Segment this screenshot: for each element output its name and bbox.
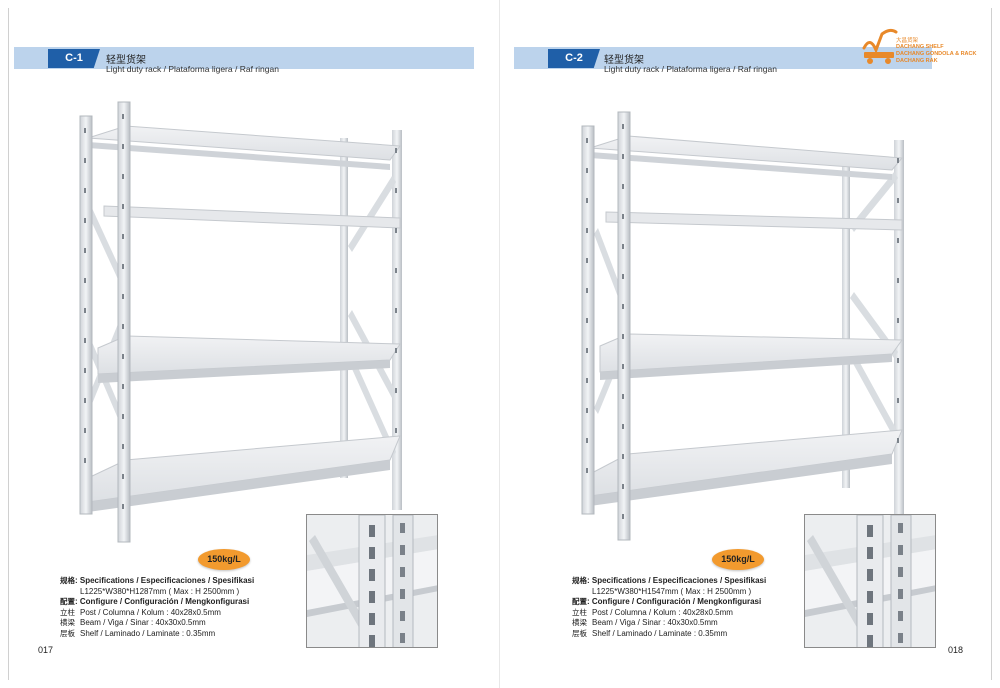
product-title-cn: 轻型货架 (106, 55, 146, 66)
detail-photo (804, 514, 936, 648)
rack-illustration (79, 101, 402, 543)
logo-line1: DACHANG SHELF (896, 44, 944, 50)
logo-line2: DACHANG GONDOLA & RACK (896, 51, 977, 57)
detail-photo (306, 514, 438, 648)
spec-heading: 规格: Specifications / Especificaciones / … (572, 576, 767, 585)
product-code-tab: C-1 (48, 49, 100, 68)
page-number: 018 (948, 645, 964, 655)
product-code-tab: C-2 (548, 49, 600, 68)
load-capacity-badge: 150kg/L (198, 549, 250, 570)
logo-line3: DACHANG RAK (896, 58, 938, 64)
brand-logo-icon (862, 28, 898, 64)
header-bar (514, 47, 932, 69)
product-title-cn: 轻型货架 (604, 55, 644, 66)
header-bar (14, 47, 474, 69)
spec-dimensions: L1225*W380*H1287mm ( Max : H 2500mm ) (80, 586, 240, 596)
page-edge (8, 8, 9, 680)
logo-name-cn: 大昌货架 (896, 38, 919, 44)
spec-dimensions: L1225*W380*H1547mm ( Max : H 2500mm ) (592, 586, 752, 596)
configure-heading: 配置: Configure / Configuración / Mengkonf… (60, 597, 250, 606)
brand-logo (860, 26, 980, 72)
spec-block: 规格: Specifications / Especificaciones / … (572, 576, 766, 639)
product-title-sub: Light duty rack / Plataforma ligera / Ra… (604, 64, 777, 74)
spec-heading: 规格: Specifications / Especificaciones / … (60, 576, 255, 585)
configure-heading: 配置: Configure / Configuración / Mengkonf… (572, 597, 762, 606)
rack-photo (74, 98, 414, 548)
page-left: C-1 轻型货架 Light duty rack / Plataforma li… (8, 8, 474, 680)
load-capacity-badge: 150kg/L (712, 549, 764, 570)
page-edge (991, 8, 992, 680)
page-number: 017 (38, 645, 54, 655)
spec-block: 规格: Specifications / Especificaciones / … (60, 576, 254, 639)
product-title-sub: Light duty rack / Plataforma ligera / Ra… (106, 64, 279, 74)
rack-illustration (581, 111, 904, 541)
rack-photo (576, 108, 916, 548)
